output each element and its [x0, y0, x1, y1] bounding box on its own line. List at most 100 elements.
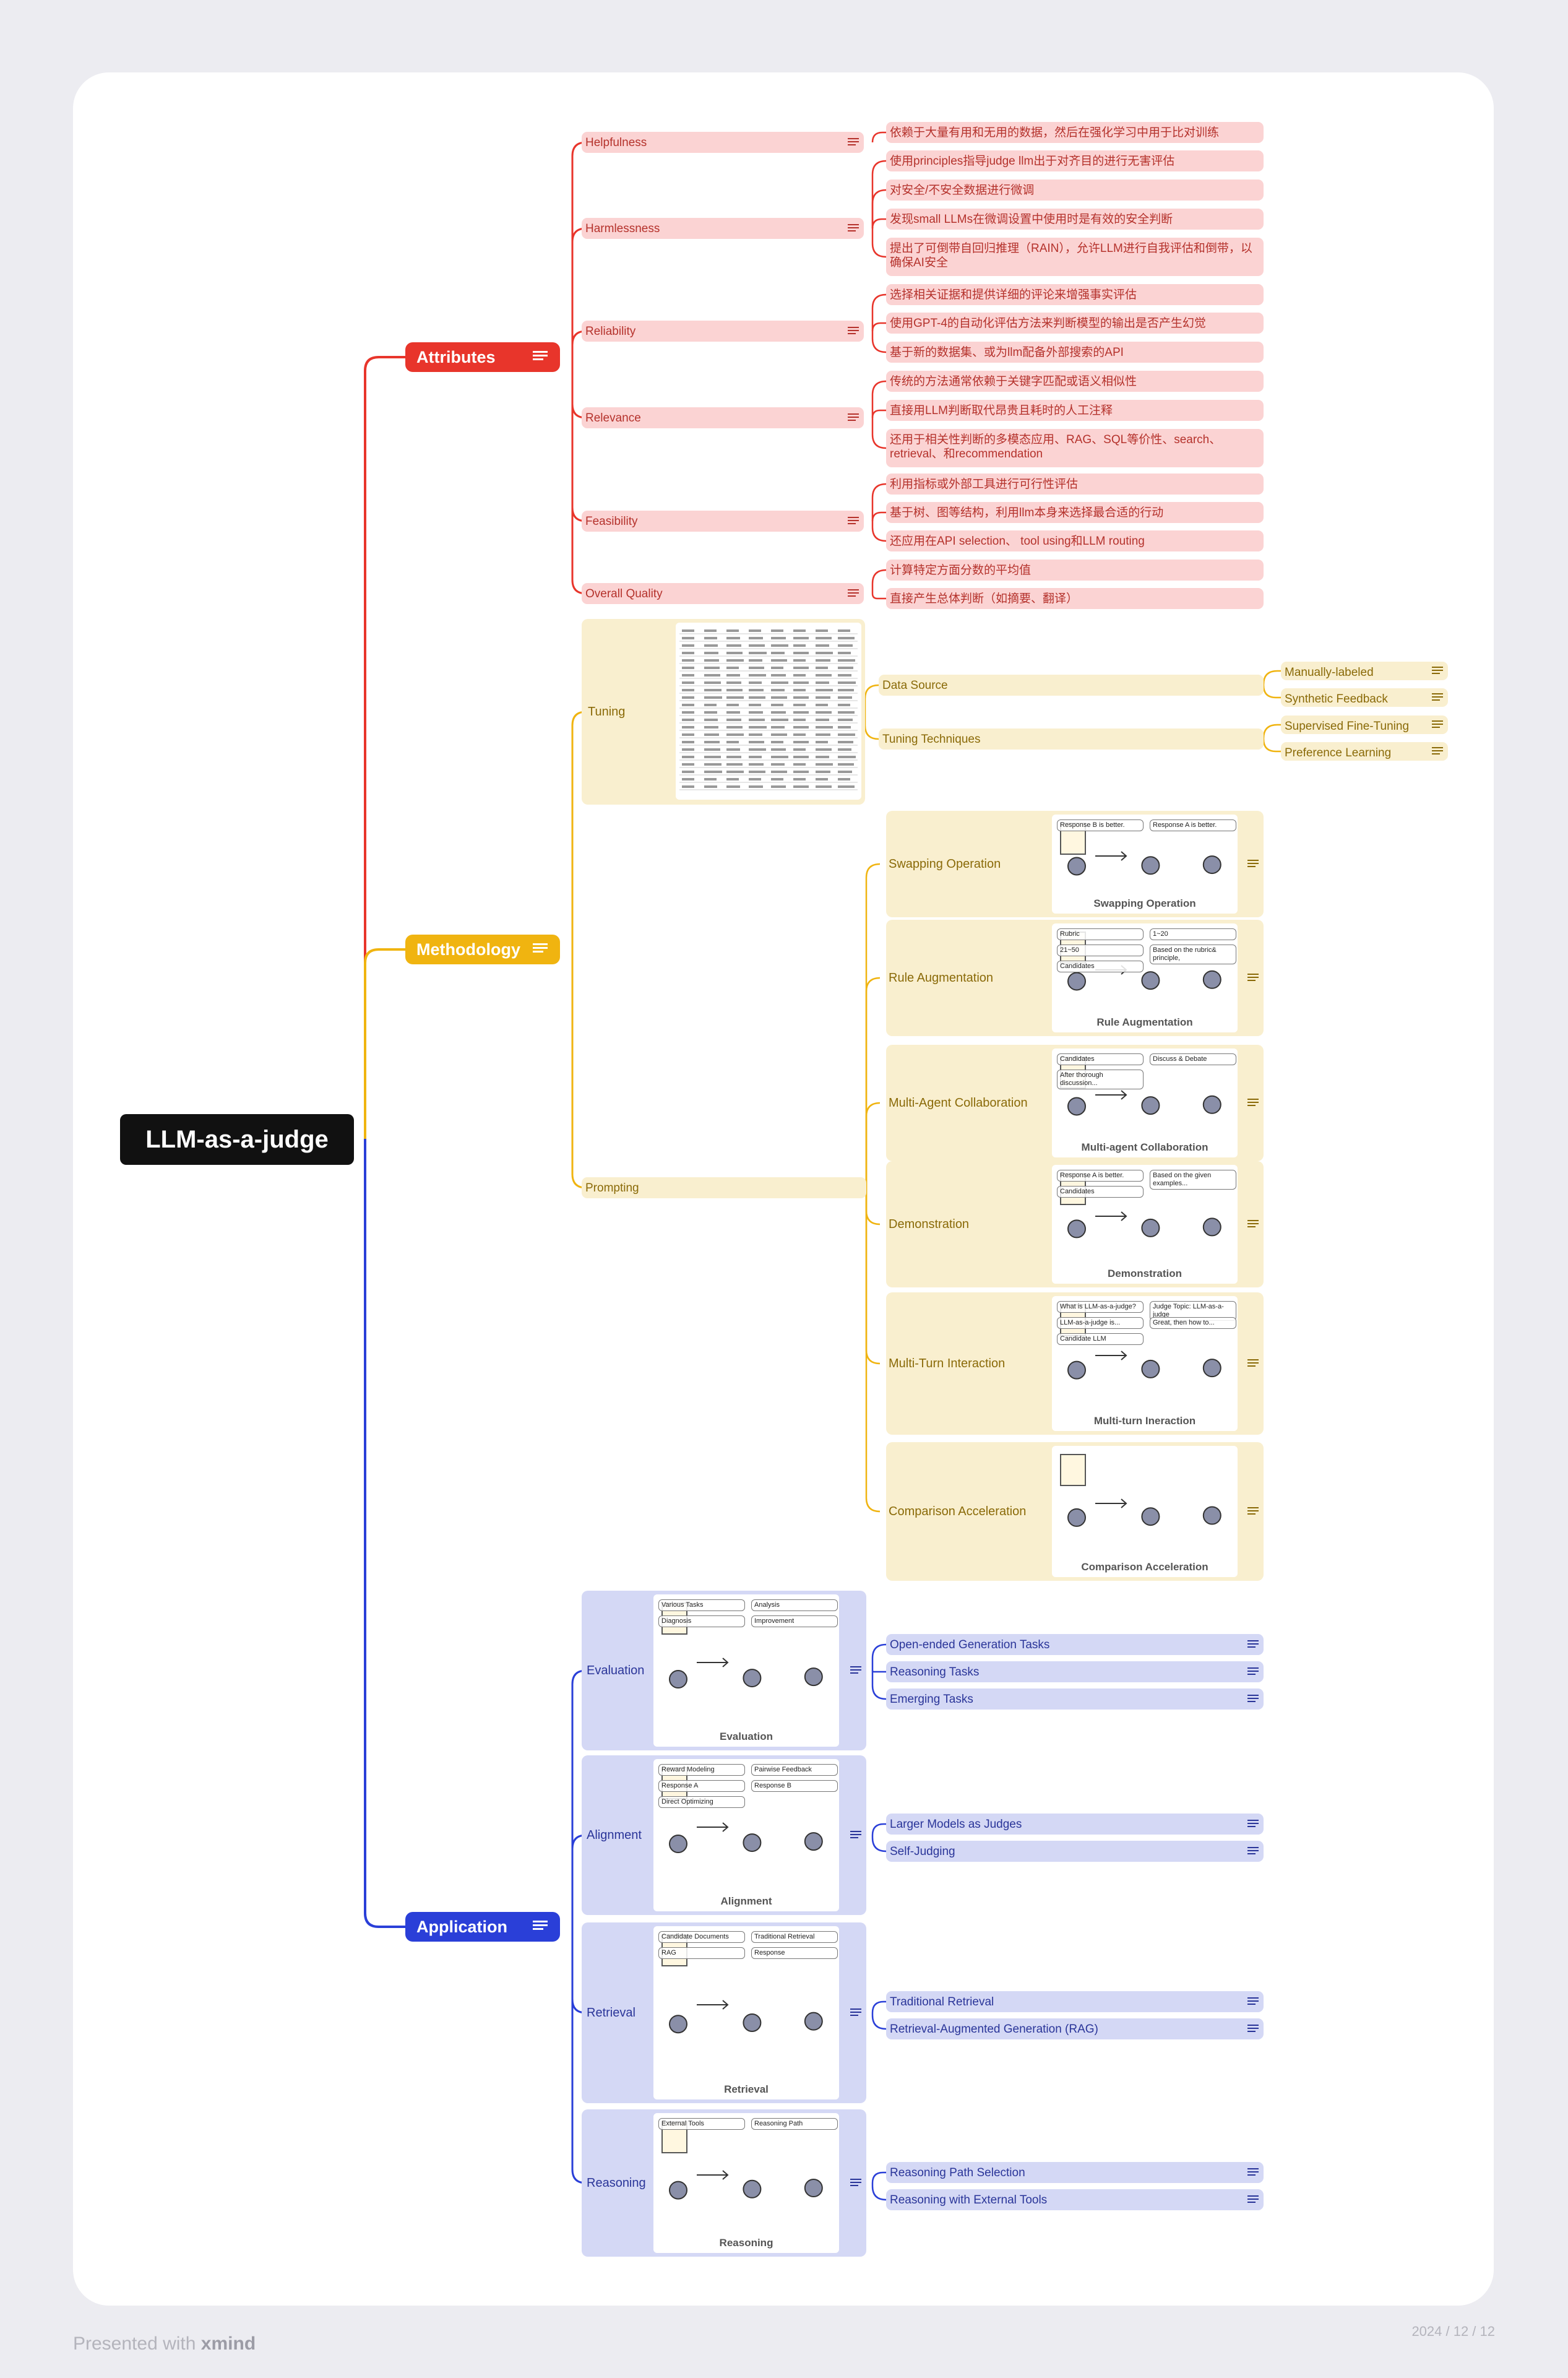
application-leaf-larger-models-as-judges[interactable]: Larger Models as Judges [886, 1814, 1264, 1835]
application-leaf-reasoning-with-external-tools[interactable]: Reasoning with External Tools [886, 2189, 1264, 2210]
application-leaf-open-ended-generation-tasks[interactable]: Open-ended Generation Tasks [886, 1634, 1264, 1655]
prompting-demonstration-label: Demonstration [886, 1214, 1047, 1235]
application-leaf-reasoning-tasks[interactable]: Reasoning Tasks [886, 1661, 1264, 1682]
attribute-leaf[interactable]: 利用指标或外部工具进行可行性评估 [886, 473, 1264, 495]
attribute-leaf-text: 直接产生总体判断（如摘要、翻译） [890, 592, 1079, 605]
note-icon [1247, 1847, 1259, 1856]
figure-text: LLM-as-a-judge is... [1057, 1317, 1144, 1329]
figure-caption: Comparison Acceleration [1081, 1561, 1208, 1573]
attribute-leaf[interactable]: 计算特定方面分数的平均值 [886, 560, 1264, 581]
note-icon [533, 1921, 548, 1933]
figure-text: Candidates [1057, 1186, 1144, 1198]
prompting-demonstration-label-text: Demonstration [889, 1217, 970, 1231]
attribute-overall-quality[interactable]: Overall Quality [582, 583, 864, 604]
robot-icon [1141, 1507, 1160, 1526]
figure-text: Diagnosis [658, 1615, 745, 1627]
connector [364, 1139, 405, 1928]
attribute-leaf[interactable]: 传统的方法通常依赖于关键字匹配或语义相似性 [886, 371, 1264, 392]
tuning-group-data-source[interactable]: Data Source [879, 675, 1264, 696]
connector [865, 1188, 881, 1513]
attribute-leaf[interactable]: 依赖于大量有用和无用的数据，然后在强化学习中用于比对训练 [886, 122, 1264, 143]
attribute-helpfulness[interactable]: Helpfulness [582, 132, 864, 153]
application-branch[interactable]: Application [405, 1912, 560, 1942]
robot-icon [1141, 971, 1160, 990]
tuning-table-figure [676, 623, 861, 800]
connector [364, 356, 405, 1139]
attribute-leaf[interactable]: 直接产生总体判断（如摘要、翻译） [886, 588, 1264, 609]
robot-icon [1067, 1219, 1086, 1239]
connector [865, 1188, 881, 1365]
application-leaf-retrieval-augmented-generation-rag[interactable]: Retrieval-Augmented Generation (RAG) [886, 2018, 1264, 2039]
prompting-node[interactable]: Prompting [582, 1177, 866, 1198]
attribute-leaf[interactable]: 还应用在API selection、 tool using和LLM routin… [886, 530, 1264, 551]
prompting-swapping-operation-label: Swapping Operation [886, 854, 1047, 875]
figure-caption: Swapping Operation [1093, 897, 1196, 909]
attribute-leaf[interactable]: 提出了可倒带自回归推理（RAIN），允许LLM进行自我评估和倒带，以确保AI安全 [886, 238, 1264, 276]
note-icon [533, 943, 548, 956]
attribute-leaf[interactable]: 发现small LLMs在微调设置中使用时是有效的安全判断 [886, 209, 1264, 230]
attributes-branch[interactable]: Attributes [405, 342, 560, 372]
attribute-reliability-text: Reliability [585, 325, 636, 338]
tuning-leaf-preference-learning[interactable]: Preference Learning [1281, 742, 1448, 761]
tuning-leaf-synthetic-feedback[interactable]: Synthetic Feedback [1281, 688, 1448, 707]
robot-icon [804, 1832, 823, 1851]
attribute-leaf[interactable]: 使用principles指导judge llm出于对齐目的进行无害评估 [886, 150, 1264, 171]
footer-date: 2024 / 12 / 12 [1411, 2324, 1495, 2339]
attribute-harmlessness[interactable]: Harmlessness [582, 218, 864, 239]
note-icon [1247, 1507, 1259, 1516]
attribute-leaf-text: 还应用在API selection、 tool using和LLM routin… [890, 535, 1145, 548]
note-icon [1247, 1099, 1259, 1107]
application-leaf-reasoning-with-external-tools-text: Reasoning with External Tools [890, 2194, 1048, 2207]
attribute-leaf[interactable]: 选择相关证据和提供详细的评论来增强事实评估 [886, 284, 1264, 305]
attribute-leaf[interactable]: 对安全/不安全数据进行微调 [886, 179, 1264, 201]
attribute-leaf-text: 直接用LLM判断取代昂贵且耗时的人工注释 [890, 404, 1113, 417]
arrow-icon [1095, 1211, 1127, 1221]
tuning-leaf-manually-labeled[interactable]: Manually-labeled [1281, 662, 1448, 680]
application-evaluation-label-text: Evaluation [587, 1664, 645, 1677]
attribute-leaf[interactable]: 使用GPT-4的自动化评估方法来判断模型的输出是否产生幻觉 [886, 313, 1264, 334]
connector [865, 863, 881, 1188]
attribute-leaf[interactable]: 直接用LLM判断取代昂贵且耗时的人工注释 [886, 400, 1264, 421]
tuning-label[interactable]: Tuning [585, 701, 660, 722]
attribute-leaf[interactable]: 还用于相关性判断的多模态应用、RAG、SQL等价性、search、retriev… [886, 429, 1264, 467]
connector [871, 380, 887, 418]
figure-text: Various Tasks [658, 1599, 745, 1611]
tuning-leaf-supervised-fine-tuning[interactable]: Supervised Fine-Tuning [1281, 716, 1448, 734]
prompting-comparison-acceleration-figure: Comparison Acceleration [1052, 1446, 1238, 1577]
attribute-relevance[interactable]: Relevance [582, 407, 864, 428]
tuning-leaf-preference-learning-text: Preference Learning [1285, 746, 1392, 759]
note-icon [1247, 2195, 1259, 2204]
connector [864, 684, 879, 712]
arrow-icon [1095, 851, 1127, 861]
note-icon [1247, 1820, 1259, 1828]
attribute-leaf[interactable]: 基于树、图等结构，利用llm本身来选择最合适的行动 [886, 502, 1264, 523]
attribute-leaf-text: 对安全/不安全数据进行微调 [890, 184, 1035, 197]
arrow-icon [697, 1658, 729, 1667]
application-leaf-emerging-tasks[interactable]: Emerging Tasks [886, 1688, 1264, 1710]
prompting-swapping-operation-label-text: Swapping Operation [889, 857, 1001, 871]
attribute-leaf-text: 基于树、图等结构，利用llm本身来选择最合适的行动 [890, 506, 1164, 519]
prompting-rule-augmentation-label-text: Rule Augmentation [889, 971, 994, 985]
attribute-leaf-text: 选择相关证据和提供详细的评论来增强事实评估 [890, 288, 1137, 301]
application-leaf-reasoning-path-selection[interactable]: Reasoning Path Selection [886, 2162, 1264, 2183]
connector [871, 2183, 887, 2201]
tuning-group-tuning-techniques[interactable]: Tuning Techniques [879, 729, 1264, 750]
root-node[interactable]: LLM-as-a-judge [120, 1114, 354, 1165]
attribute-leaf-text: 提出了可倒带自回归推理（RAIN），允许LLM进行自我评估和倒带，以确保AI安全 [890, 242, 1252, 269]
connector [871, 228, 887, 258]
arrow-icon [697, 2000, 729, 2010]
note-icon [848, 517, 859, 525]
figure-text: 21~50 [1057, 945, 1144, 956]
connector [871, 2000, 886, 2013]
application-leaf-self-judging[interactable]: Self-Judging [886, 1841, 1264, 1862]
robot-icon [669, 2181, 687, 2200]
attribute-reliability[interactable]: Reliability [582, 321, 864, 342]
attribute-feasibility[interactable]: Feasibility [582, 511, 864, 532]
note-icon [1247, 1640, 1259, 1649]
methodology-branch[interactable]: Methodology [405, 935, 560, 964]
attribute-leaf[interactable]: 基于新的数据集、或为llm配备外部搜索的API [886, 342, 1264, 363]
note-icon [1432, 747, 1443, 756]
application-leaf-traditional-retrieval[interactable]: Traditional Retrieval [886, 1991, 1264, 2012]
